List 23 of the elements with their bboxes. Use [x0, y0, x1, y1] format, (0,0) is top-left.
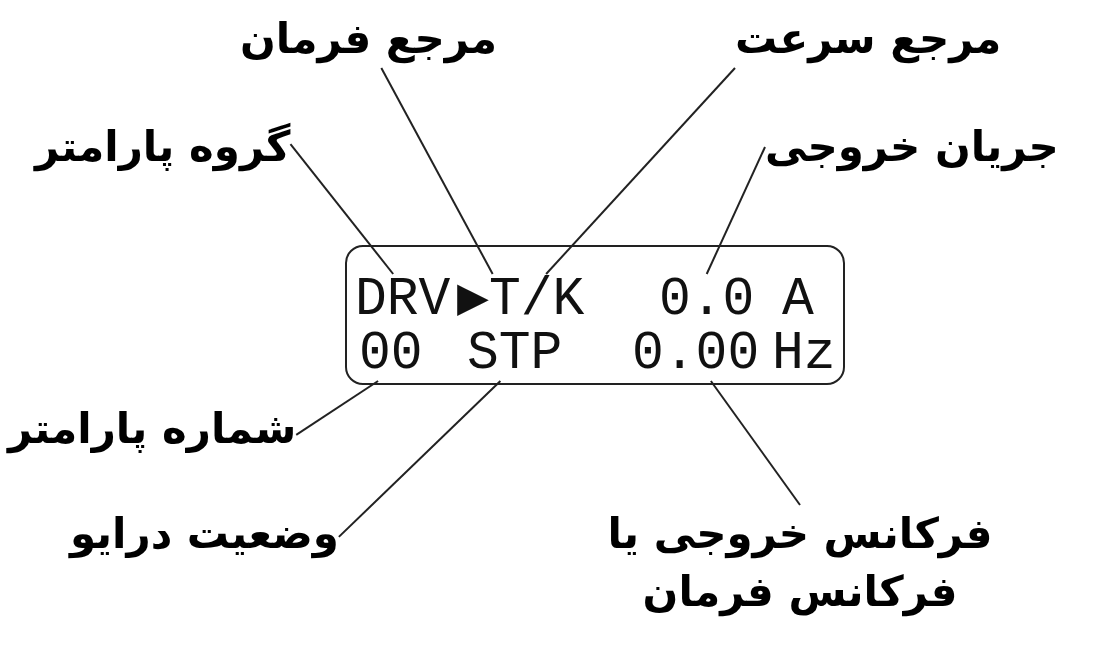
callout-label: جریان خروجی	[765, 118, 1059, 176]
leader-line	[705, 146, 766, 275]
display-readout: ▶T/K	[457, 274, 585, 327]
callout-label: مرجع سرعت	[735, 10, 1002, 68]
callout-label: مرجع فرمان	[240, 10, 497, 68]
leader-line	[337, 380, 502, 538]
display-readout: DRV	[355, 274, 451, 327]
display-readout: 0.0	[659, 274, 755, 327]
callout-label: وضعیت درایو	[70, 505, 339, 563]
leader-line	[289, 143, 395, 275]
callout-label: فرکانس خروجی یا فرکانس فرمان	[600, 505, 1000, 621]
display-readout: 0.00	[632, 328, 760, 381]
leader-line	[545, 67, 736, 275]
unit-label: A	[782, 274, 814, 327]
unit-label: Hz	[772, 328, 836, 381]
display-readout: 00	[359, 328, 423, 381]
display-panel	[345, 245, 845, 385]
callout-label: شماره پارامتر	[8, 400, 297, 458]
leader-line	[709, 380, 801, 506]
leader-line	[295, 380, 380, 436]
leader-line	[380, 67, 494, 275]
display-readout: STP	[467, 328, 563, 381]
callout-label: گروه پارامتر	[35, 118, 291, 176]
